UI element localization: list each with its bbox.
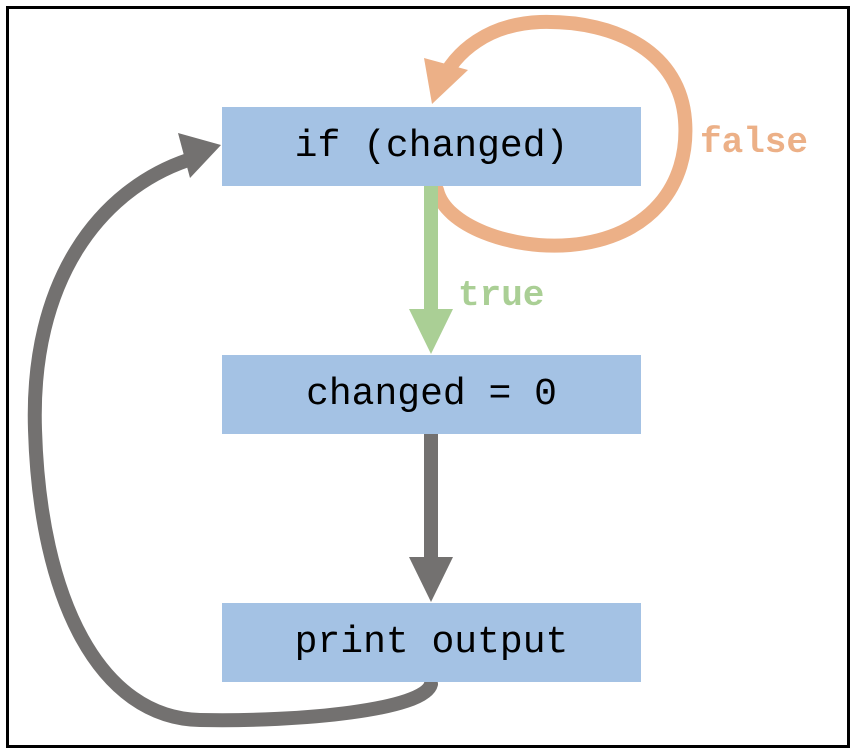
edge-reset-to-print [409, 434, 453, 602]
node-label: if (changed) [294, 125, 569, 168]
edge-print-to-if [27, 133, 438, 728]
edge-false-loop [424, 14, 693, 253]
node-label: print output [294, 621, 569, 664]
edge-true [409, 186, 453, 354]
node-print-output: print output [222, 603, 641, 682]
edge-label-true: true [458, 275, 545, 316]
node-label: changed = 0 [306, 373, 557, 416]
node-if-changed: if (changed) [222, 107, 641, 186]
edge-label-false: false [700, 122, 809, 163]
node-reset-changed: changed = 0 [222, 355, 641, 434]
